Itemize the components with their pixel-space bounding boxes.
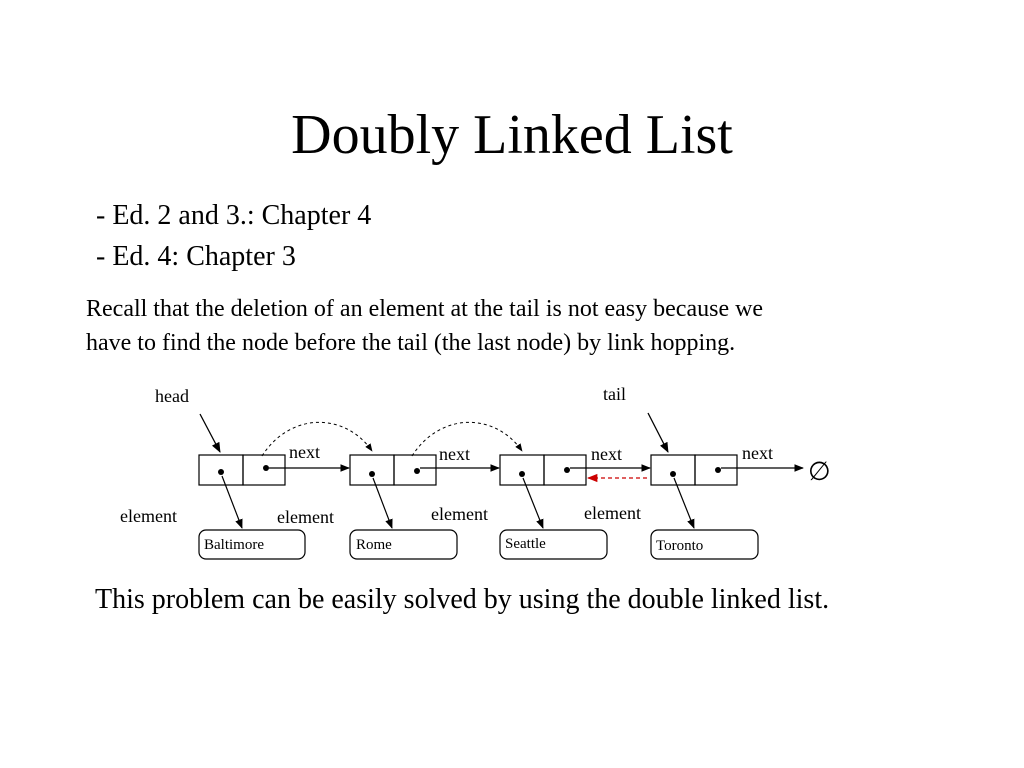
city-label-seattle: Seattle <box>505 536 546 552</box>
element-label-2: element <box>277 507 334 527</box>
element-pointer-1 <box>221 475 243 529</box>
list-node-2 <box>349 454 437 486</box>
edition-line-1: - Ed. 2 and 3.: Chapter 4 <box>96 200 372 231</box>
city-label-baltimore: Baltimore <box>204 537 264 553</box>
element-label-4: element <box>584 503 641 523</box>
element-pointer-2 <box>372 477 393 529</box>
list-node-1 <box>198 454 286 486</box>
linked-list-diagram: head tail <box>120 384 831 560</box>
city-box-toronto: Toronto <box>650 529 759 560</box>
hop-arrow-2 <box>411 421 523 457</box>
tail-pointer-arrow <box>647 412 669 453</box>
city-box-seattle: Seattle <box>499 529 608 560</box>
city-box-baltimore: Baltimore <box>198 529 306 560</box>
slide-title: Doubly Linked List <box>291 104 733 166</box>
edition-line-2: - Ed. 4: Chapter 3 <box>96 241 296 272</box>
recall-text-line-2: have to find the node before the tail (t… <box>86 330 736 356</box>
element-label-1: element <box>120 506 177 526</box>
element-label-3: element <box>431 504 488 524</box>
list-node-3 <box>499 454 587 486</box>
null-icon: ∅ <box>808 457 831 486</box>
element-pointer-3 <box>522 477 544 529</box>
head-label: head <box>155 386 189 406</box>
recall-text-line-1: Recall that the deletion of an element a… <box>86 296 764 322</box>
next-label-4: next <box>742 443 773 463</box>
city-box-rome: Rome <box>349 529 458 560</box>
tail-label: tail <box>603 384 626 404</box>
list-node-4 <box>650 454 738 486</box>
city-label-toronto: Toronto <box>656 538 703 554</box>
next-label-1: next <box>289 442 320 462</box>
next-label-2: next <box>439 444 470 464</box>
next-label-3: next <box>591 444 622 464</box>
head-pointer-arrow <box>199 413 221 453</box>
city-label-rome: Rome <box>356 537 392 553</box>
conclusion-text: This problem can be easily solved by usi… <box>95 584 830 615</box>
hop-arrow-1 <box>261 421 373 457</box>
element-pointer-4 <box>673 477 695 529</box>
